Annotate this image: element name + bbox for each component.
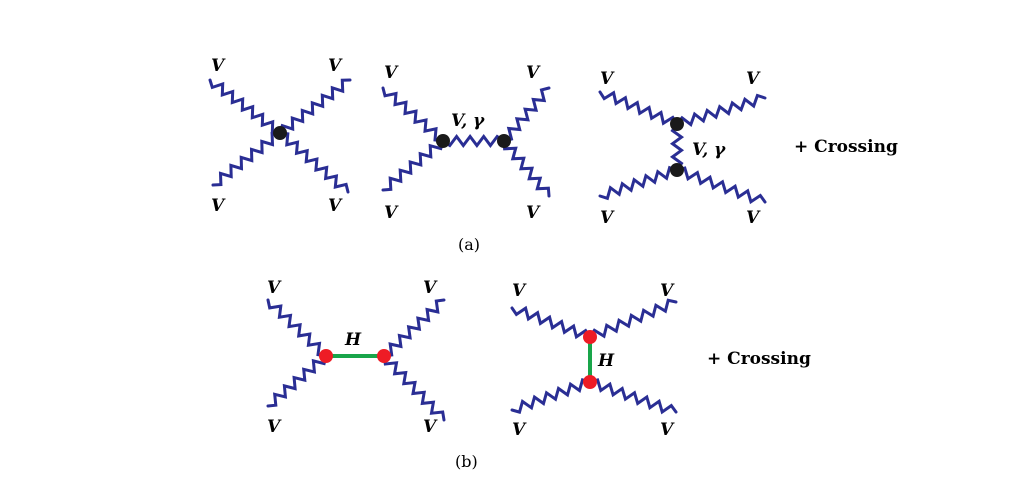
label-v: V	[746, 208, 761, 228]
boson-line	[266, 354, 328, 408]
boson-line	[669, 122, 685, 172]
boson-line	[510, 305, 592, 340]
vertex-dot	[670, 163, 684, 177]
vertex-dot	[497, 134, 511, 148]
boson-line	[441, 133, 506, 149]
boson-line	[278, 131, 350, 194]
label-v: V	[746, 69, 761, 89]
boson-line	[266, 298, 328, 358]
boson-line	[502, 139, 551, 198]
label-v: V	[660, 281, 675, 301]
boson-line	[502, 86, 551, 143]
label-v: V	[526, 63, 541, 83]
label-v: V	[328, 196, 343, 216]
vertex-dot	[583, 330, 597, 344]
vertex-dot	[377, 349, 391, 363]
boson-line	[208, 78, 282, 135]
label-v: V	[660, 420, 675, 440]
boson-line	[382, 354, 446, 422]
label-v: V	[512, 420, 527, 440]
boson-line	[381, 86, 445, 143]
boson-line	[588, 378, 678, 415]
crossing-label-b: + Crossing	[707, 349, 811, 369]
propagator-label: V, γ	[692, 140, 726, 160]
caption-b: (b)	[455, 452, 478, 471]
diagram-a3-t-channel: V V V V V, γ	[598, 69, 767, 228]
label-v: V	[267, 278, 282, 298]
vertex-dot	[273, 126, 287, 140]
label-v: V	[512, 281, 527, 301]
label-v: V	[526, 203, 541, 223]
label-v: V	[600, 69, 615, 89]
boson-line	[382, 298, 446, 358]
boson-line	[211, 131, 282, 187]
label-v: V	[384, 203, 399, 223]
vertex-dot	[670, 117, 684, 131]
diagram-a1-contact: V V V V	[208, 56, 352, 216]
boson-line	[675, 166, 767, 205]
label-v: V	[211, 56, 226, 76]
vertex-dot	[319, 349, 333, 363]
propagator-label: V, γ	[451, 111, 485, 131]
diagram-b1-higgs-s-channel: H V V V V	[266, 278, 446, 437]
label-h: H	[344, 330, 362, 350]
label-v: V	[423, 278, 438, 298]
diagram-a2-s-channel: V V V V V, γ	[381, 63, 551, 223]
label-v: V	[267, 417, 282, 437]
diagram-b2-higgs-t-channel: H V V V V	[510, 281, 678, 440]
vertex-dot	[436, 134, 450, 148]
label-v: V	[211, 196, 226, 216]
boson-line	[675, 93, 767, 128]
label-h: H	[597, 351, 615, 371]
boson-line	[381, 139, 445, 192]
crossing-label-a: + Crossing	[794, 137, 898, 157]
label-v: V	[384, 63, 399, 83]
vertex-dot	[583, 375, 597, 389]
label-v: V	[600, 208, 615, 228]
boson-line	[588, 298, 678, 339]
boson-line	[598, 165, 679, 201]
caption-a: (a)	[458, 235, 480, 254]
boson-line	[598, 90, 679, 126]
label-v: V	[328, 56, 343, 76]
label-v: V	[423, 417, 438, 437]
boson-line	[510, 378, 592, 414]
boson-line	[278, 78, 352, 135]
